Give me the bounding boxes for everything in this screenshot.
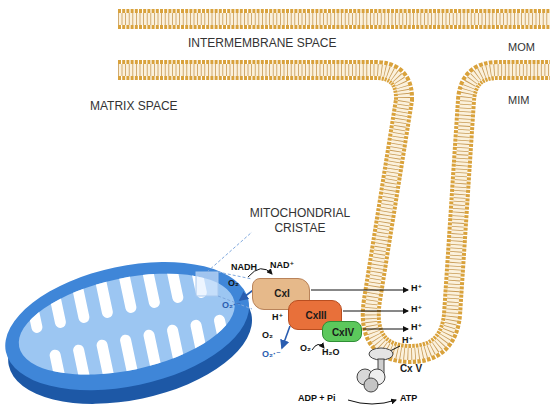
f1-subunit bbox=[364, 378, 378, 392]
proton-label: H⁺ bbox=[411, 305, 422, 315]
lipid-core bbox=[118, 13, 550, 25]
mitochondrion-illustration bbox=[0, 242, 264, 411]
membrane-label: MIM bbox=[508, 94, 529, 106]
cristae-group bbox=[24, 251, 234, 398]
reaction-arrow bbox=[348, 400, 396, 404]
crista-fold bbox=[94, 274, 114, 319]
region-label: MATRIX SPACE bbox=[90, 100, 178, 113]
molecule-label: O₂ bbox=[300, 344, 311, 354]
region-label: MITOCHONDRIAL CRISTAE bbox=[240, 206, 360, 236]
molecule-label: O₂ bbox=[228, 279, 239, 289]
atp-synthase: Cx V bbox=[346, 346, 426, 392]
complex-label: CxI bbox=[253, 288, 311, 299]
superoxide-label: O₂·⁻ bbox=[222, 301, 241, 311]
lipid-heads bbox=[118, 9, 550, 29]
crista-fold bbox=[166, 324, 186, 371]
molecule-label: ADP + Pi bbox=[298, 394, 336, 404]
crista-fold bbox=[189, 319, 209, 366]
molecule-label: NAD⁺ bbox=[270, 261, 294, 271]
crista-fold bbox=[72, 344, 92, 391]
crista-fold bbox=[71, 279, 91, 324]
membrane-label: MOM bbox=[508, 41, 535, 53]
crista-fold bbox=[164, 259, 184, 304]
atp-synthase-symbol bbox=[347, 347, 395, 393]
crista-fold bbox=[47, 284, 67, 329]
molecule-label: ATP bbox=[400, 394, 417, 404]
crista-fold bbox=[119, 334, 139, 381]
complex-label: CxIV bbox=[323, 327, 363, 338]
complex-label: Cx V bbox=[395, 363, 427, 374]
crista-fold bbox=[117, 269, 137, 314]
mitochondrion-matrix bbox=[10, 256, 244, 392]
outer-membrane bbox=[118, 19, 550, 20]
crista-fold bbox=[49, 349, 69, 396]
complex-iv: CxIV bbox=[322, 321, 362, 342]
fo-subunit bbox=[369, 348, 393, 360]
proton-label: H⁺ bbox=[402, 336, 413, 346]
proton-label: H⁺ bbox=[411, 284, 422, 294]
proton-arrow bbox=[363, 329, 408, 330]
proton-label: H⁺ bbox=[272, 313, 283, 323]
proton-arrow bbox=[343, 311, 408, 312]
molecule-label: NADH bbox=[231, 263, 257, 273]
mitochondrion-top bbox=[0, 242, 261, 411]
complex-label: CxIII bbox=[289, 310, 343, 321]
molecule-label: O₂ bbox=[262, 331, 273, 341]
molecule-label: H₂O bbox=[322, 348, 340, 358]
region-label: INTERMEMBRANE SPACE bbox=[188, 37, 336, 50]
lipid-tails bbox=[118, 13, 550, 25]
crista-fold bbox=[24, 289, 44, 334]
crista-fold bbox=[213, 314, 233, 361]
proton-arrow bbox=[311, 290, 408, 291]
proton-label: H⁺ bbox=[411, 323, 422, 333]
zoom-line bbox=[218, 272, 252, 279]
crista-fold bbox=[141, 264, 161, 309]
zoom-box bbox=[196, 272, 218, 296]
crista-fold bbox=[96, 339, 116, 386]
ros-arrow bbox=[282, 326, 290, 348]
superoxide-label: O₂·⁻ bbox=[262, 350, 281, 360]
crista-fold bbox=[143, 329, 163, 376]
